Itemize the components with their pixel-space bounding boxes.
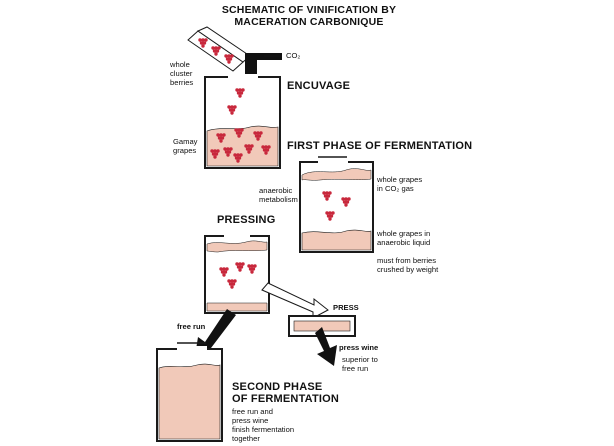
free-run-label: free run — [177, 322, 206, 331]
anaerobic-line-1: anaerobic — [259, 186, 293, 195]
second-phase-line-1: SECOND PHASE — [232, 381, 323, 393]
finish-note-line-4: together — [232, 434, 260, 444]
second-phase-vat — [156, 342, 223, 442]
anaerobic-line-2: metabolism — [259, 195, 298, 205]
whole-grapes-liquid-line-2: anaerobic liquid — [377, 238, 431, 248]
press-wine-arrow — [315, 327, 337, 366]
diagram-title: SCHEMATIC OF VINIFICATION BY MACERATION … — [214, 4, 404, 29]
anaerobic-metabolism-label: anaerobic metabolism — [259, 186, 298, 204]
whole-grapes-co2-label: whole grapes in CO₂ gas — [377, 175, 422, 193]
gamay-grapes-label: Gamay grapes — [173, 137, 197, 155]
second-phase-heading: SECOND PHASE OF FERMENTATION — [232, 381, 339, 406]
co2-label: CO₂ — [286, 51, 301, 60]
superior-to-free-run-label: superior to free run — [342, 355, 378, 373]
gamay-line-1: Gamay — [173, 137, 198, 146]
whole-cluster-berries-label: whole cluster berries — [170, 60, 193, 87]
gamay-line-2: grapes — [173, 146, 197, 156]
title-line-2: MACERATION CARBONIQUE — [234, 15, 384, 28]
whole-cluster-line-3: berries — [170, 78, 194, 88]
whole-grapes-co2-line-1: whole grapes — [377, 175, 423, 184]
finish-note-line-1: free run and — [232, 407, 273, 416]
whole-grapes-co2-line-2: in CO₂ gas — [377, 184, 414, 194]
title-line-1: SCHEMATIC OF VINIFICATION BY — [221, 4, 397, 16]
encuvage-heading: ENCUVAGE — [287, 80, 351, 92]
press-tray — [288, 315, 356, 337]
superior-line-1: superior to — [342, 355, 378, 364]
press-label: PRESS — [333, 303, 359, 312]
first-phase-vat — [299, 156, 374, 253]
superior-line-2: free run — [342, 364, 369, 374]
whole-grapes-liquid-line-1: whole grapes in — [377, 229, 431, 238]
pressing-vat — [204, 233, 270, 314]
press-wine-label: press wine — [339, 343, 379, 352]
pressing-heading: PRESSING — [217, 214, 276, 226]
finish-note-line-2: press wine — [232, 416, 269, 426]
finish-fermentation-note: free run and press wine finish fermentat… — [232, 407, 294, 443]
press-transfer-pipe — [261, 282, 329, 319]
whole-cluster-line-1: whole — [170, 60, 190, 69]
must-from-berries-label: must from berries crushed by weight — [377, 256, 438, 274]
must-line-2: crushed by weight — [377, 265, 439, 275]
first-phase-heading: FIRST PHASE OF FERMENTATION — [287, 140, 473, 152]
second-phase-line-2: OF FERMENTATION — [232, 393, 340, 406]
whole-grapes-liquid-label: whole grapes in anaerobic liquid — [377, 229, 430, 247]
finish-note-line-3: finish fermentation — [232, 425, 295, 435]
must-line-1: must from berries — [377, 256, 437, 265]
whole-cluster-line-2: cluster — [170, 69, 193, 79]
